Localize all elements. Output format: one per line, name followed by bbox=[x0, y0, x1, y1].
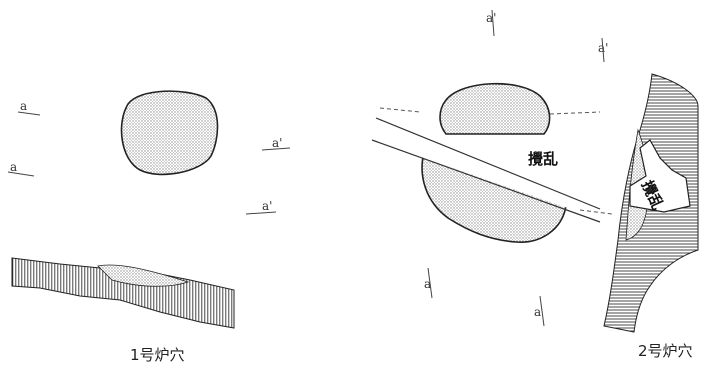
section-label-2-bottom-1: a bbox=[424, 277, 431, 291]
kiln-pit-1-section: 1号炉穴 bbox=[11, 257, 235, 364]
section-mark-a-2 bbox=[7, 171, 35, 177]
caption-kiln-pit-2: 2号炉穴 bbox=[638, 342, 693, 360]
section-mark-a-prime-1 bbox=[261, 147, 291, 151]
kiln-pit-2-plan: 攪乱 a' a' a a bbox=[371, 9, 613, 327]
section-label-2-bottom-2: a bbox=[534, 305, 541, 319]
kiln-pit-2-lower-lobe bbox=[421, 150, 567, 243]
section-2-disturbance-box bbox=[629, 139, 691, 213]
kiln-pit-1-outline bbox=[120, 90, 219, 176]
kiln-pit-2-upper-lobe bbox=[439, 82, 551, 135]
section-mark-a-1 bbox=[17, 111, 41, 116]
section-label-a-1: a bbox=[20, 99, 27, 113]
caption-kiln-pit-1: 1号炉穴 bbox=[130, 346, 185, 364]
section-1-fill-stipple bbox=[97, 264, 190, 287]
section-mark-a-prime-2 bbox=[245, 211, 277, 215]
section-label-a-prime-1: a' bbox=[272, 136, 282, 150]
section-label-a-prime-2: a' bbox=[262, 199, 272, 213]
disturbance-edge-top bbox=[375, 117, 601, 210]
section-label-a-2: a bbox=[10, 160, 17, 174]
section-label-2-top-1: a' bbox=[486, 11, 496, 25]
disturbance-edge-bottom bbox=[371, 139, 601, 223]
disturbance-band bbox=[372, 118, 608, 222]
kiln-pit-1-plan: a a a' a' bbox=[7, 90, 291, 215]
disturbance-label-top: 攪乱 bbox=[528, 150, 558, 168]
kiln-pit-2-section: 攪乱 2号炉穴 bbox=[603, 73, 699, 360]
